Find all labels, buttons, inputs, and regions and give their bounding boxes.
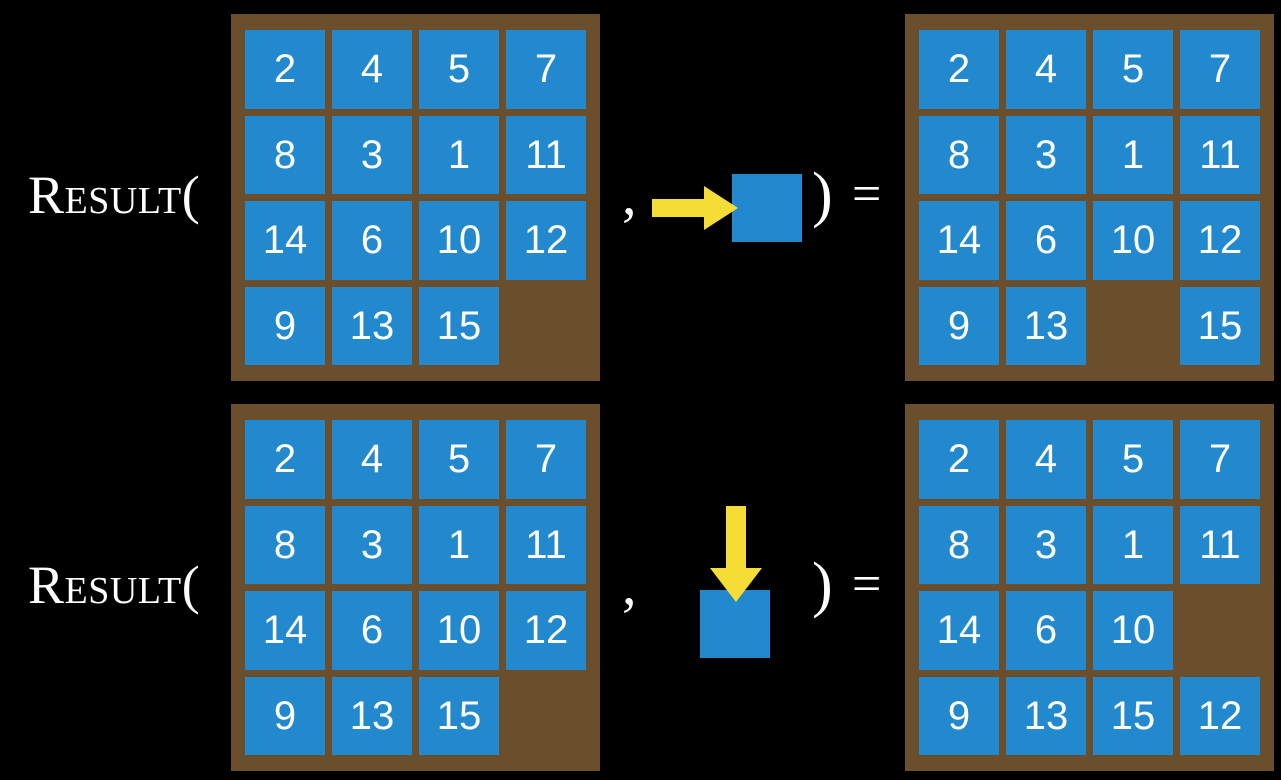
puzzle-grid: 2 4 5 7 8 3 1 11 14 6 10 12 9 13 15 (919, 30, 1260, 365)
tile[interactable]: 8 (919, 505, 999, 584)
tile[interactable]: 1 (419, 505, 499, 584)
tile[interactable]: 14 (245, 591, 325, 670)
tile[interactable]: 5 (419, 30, 499, 109)
tile[interactable]: 13 (1006, 286, 1086, 365)
tile[interactable]: 7 (1180, 420, 1260, 499)
tile[interactable]: 13 (332, 676, 412, 755)
tile[interactable]: 3 (332, 505, 412, 584)
tile[interactable]: 2 (919, 420, 999, 499)
tile[interactable]: 11 (506, 115, 586, 194)
tile[interactable]: 1 (419, 115, 499, 194)
tile[interactable]: 7 (1180, 30, 1260, 109)
empty-slot[interactable] (1180, 591, 1260, 670)
tile[interactable]: 13 (1006, 676, 1086, 755)
tile[interactable]: 2 (245, 420, 325, 499)
result-function-label: Result( (28, 168, 200, 222)
tile[interactable]: 4 (1006, 30, 1086, 109)
tile[interactable]: 6 (1006, 201, 1086, 280)
tile[interactable]: 15 (419, 286, 499, 365)
equation-row: Result( 2 4 5 7 8 3 1 11 14 6 10 12 9 13… (0, 390, 1281, 780)
tile[interactable]: 15 (1180, 286, 1260, 365)
empty-slot[interactable] (506, 287, 586, 366)
puzzle-grid: 2 4 5 7 8 3 1 11 14 6 10 12 9 13 15 (245, 420, 586, 755)
tile[interactable]: 6 (1006, 591, 1086, 670)
tile[interactable]: 14 (245, 201, 325, 280)
close-paren: ) (812, 161, 833, 229)
tile[interactable]: 10 (419, 201, 499, 280)
output-board: 2 4 5 7 8 3 1 11 14 6 10 12 9 13 15 (905, 14, 1274, 381)
tile[interactable]: 15 (1093, 676, 1173, 755)
tile[interactable]: 1 (1093, 115, 1173, 194)
result-function-label: Result( (28, 558, 200, 612)
tile[interactable]: 11 (506, 505, 586, 584)
tile[interactable]: 9 (919, 286, 999, 365)
tile[interactable]: 5 (419, 420, 499, 499)
tile[interactable]: 8 (245, 505, 325, 584)
tile[interactable]: 9 (245, 286, 325, 365)
tile[interactable]: 7 (506, 30, 586, 109)
tile[interactable]: 13 (332, 286, 412, 365)
tile[interactable]: 8 (919, 115, 999, 194)
action-tile (700, 590, 770, 658)
action-area: , ) = (600, 0, 905, 390)
tile[interactable]: 15 (419, 676, 499, 755)
tile[interactable]: 2 (245, 30, 325, 109)
tile[interactable]: 6 (332, 201, 412, 280)
argument-separator-comma: , (622, 162, 637, 227)
tile[interactable]: 4 (1006, 420, 1086, 499)
tile[interactable]: 3 (332, 115, 412, 194)
tile[interactable]: 12 (1180, 676, 1260, 755)
arrow-down-icon (710, 506, 762, 602)
tile[interactable]: 12 (1180, 201, 1260, 280)
tile[interactable]: 10 (1093, 591, 1173, 670)
tile[interactable]: 8 (245, 115, 325, 194)
tile[interactable]: 6 (332, 591, 412, 670)
arrow-right-icon (652, 186, 738, 230)
close-paren: ) (812, 551, 833, 619)
tile[interactable]: 9 (245, 676, 325, 755)
tile[interactable]: 10 (419, 591, 499, 670)
tile[interactable]: 5 (1093, 30, 1173, 109)
tile[interactable]: 3 (1006, 505, 1086, 584)
action-tile (732, 174, 802, 242)
tile[interactable]: 11 (1180, 115, 1260, 194)
equation-row: Result( 2 4 5 7 8 3 1 11 14 6 10 12 9 13… (28, 0, 1274, 390)
empty-slot[interactable] (506, 677, 586, 756)
empty-slot[interactable] (1093, 287, 1173, 366)
input-board: 2 4 5 7 8 3 1 11 14 6 10 12 9 13 15 (231, 14, 600, 381)
tile[interactable]: 10 (1093, 201, 1173, 280)
argument-separator-comma: , (622, 552, 637, 617)
tile[interactable]: 9 (919, 676, 999, 755)
tile[interactable]: 1 (1093, 505, 1173, 584)
tile[interactable]: 4 (332, 30, 412, 109)
result-label-text: Result( (28, 165, 201, 225)
tile[interactable]: 14 (919, 201, 999, 280)
output-board: 2 4 5 7 8 3 1 11 14 6 10 9 13 15 12 (905, 404, 1274, 771)
tile[interactable]: 5 (1093, 420, 1173, 499)
tile[interactable]: 14 (919, 591, 999, 670)
result-label-text: Result( (28, 555, 201, 615)
input-board: 2 4 5 7 8 3 1 11 14 6 10 12 9 13 15 (231, 404, 600, 771)
tile[interactable]: 12 (506, 201, 586, 280)
tile[interactable]: 11 (1180, 505, 1260, 584)
equals-sign: = (852, 166, 882, 223)
puzzle-grid: 2 4 5 7 8 3 1 11 14 6 10 12 9 13 15 (245, 30, 586, 365)
tile[interactable]: 2 (919, 30, 999, 109)
tile[interactable]: 4 (332, 420, 412, 499)
puzzle-grid: 2 4 5 7 8 3 1 11 14 6 10 9 13 15 12 (919, 420, 1260, 755)
tile[interactable]: 3 (1006, 115, 1086, 194)
equals-sign: = (852, 556, 882, 613)
tile[interactable]: 12 (506, 591, 586, 670)
action-area: , ) = (600, 390, 905, 780)
tile[interactable]: 7 (506, 420, 586, 499)
